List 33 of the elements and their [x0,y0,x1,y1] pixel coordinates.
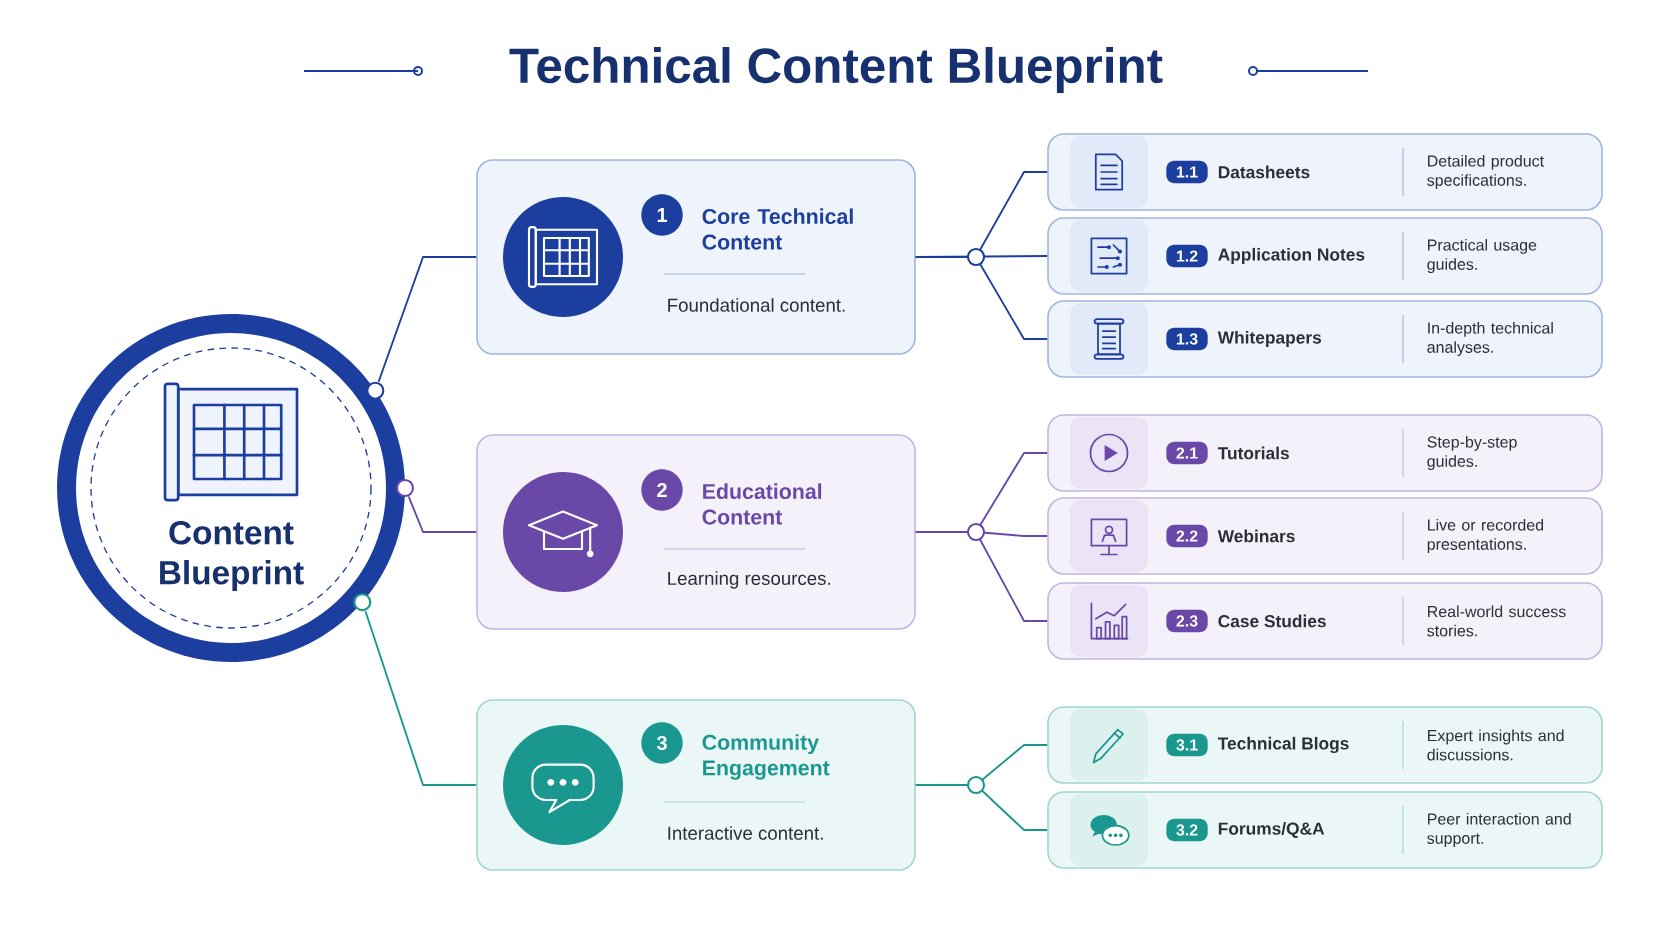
number-badge: 2 [641,469,683,511]
number-badge: 1 [641,194,683,236]
connector [364,610,478,786]
hub-label: Content Blueprint [160,520,304,592]
connector [407,495,478,533]
description: Expert insights and discussions. [1427,729,1564,761]
connector [377,256,478,383]
item-title: Case Studies [1218,614,1326,628]
description: Real-world success stories. [1427,605,1566,637]
description: In-depth technical analyses. [1427,321,1553,357]
item-title: Datasheets [1218,165,1310,179]
description: Interactive content. [668,826,823,840]
description: Learning resources. [668,571,830,589]
item-title: Tutorials [1217,446,1289,460]
item-title: Application Notes [1218,247,1365,265]
number-badge: 3 [641,722,683,764]
description: Step-by-step guides. [1427,435,1517,471]
item-title: Forums/Q&A [1218,822,1325,838]
connector [914,784,1049,831]
heading: Educational Content [702,483,822,525]
description: Live or recorded presentations. [1427,518,1544,554]
item-title: Webinars [1217,529,1295,543]
item-title: Technical Blogs [1217,736,1349,754]
heading: Community Engagement [702,734,830,780]
connector [914,531,1049,622]
heading: Core Technical Content [702,208,853,250]
connector [914,256,1049,340]
description: Detailed product specifications. [1427,154,1544,190]
description: Foundational content. [668,298,845,312]
title: Technical Content Blueprint [509,47,1163,93]
description: Practical usage guides. [1427,238,1537,274]
description: Peer interaction and support. [1427,812,1571,848]
item-title: Whitepapers [1217,330,1322,348]
